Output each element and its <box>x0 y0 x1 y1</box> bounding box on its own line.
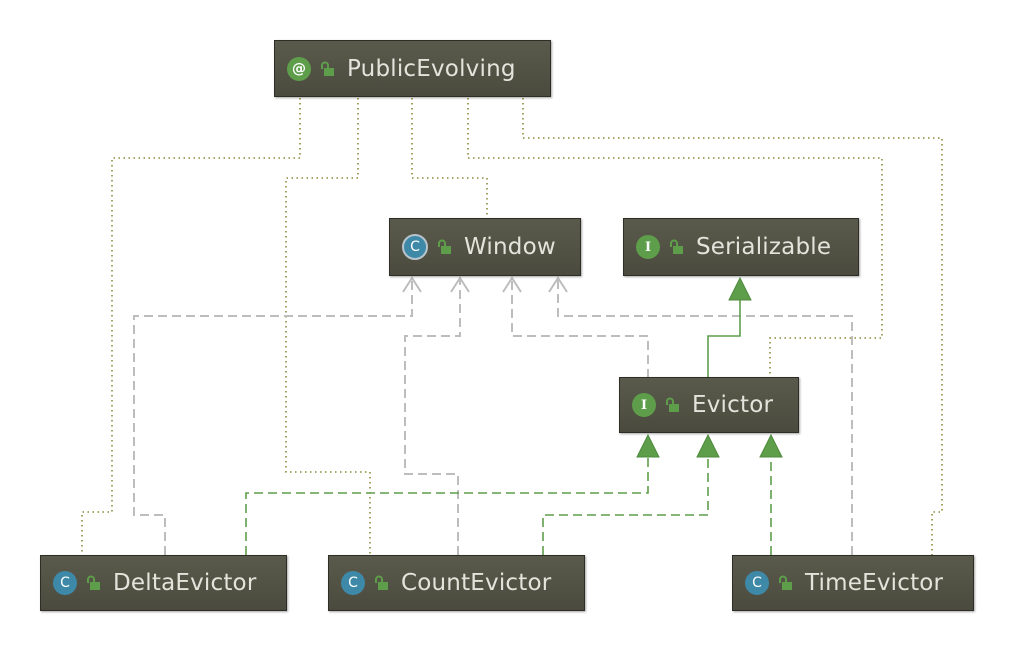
class-badge-icon: C <box>341 571 365 595</box>
dependency-link-time-evictor-window <box>557 277 853 555</box>
annotation-link-evictor <box>467 98 883 378</box>
implements-link-count-evictor <box>542 456 709 555</box>
dependency-link-delta-evictor-window <box>133 277 413 555</box>
node-window[interactable]: C Window <box>389 218 581 276</box>
node-count-evictor[interactable]: C CountEvictor <box>328 555 585 611</box>
dependency-arrowhead-1 <box>402 276 422 293</box>
annotation-badge-icon: @ <box>287 56 311 81</box>
public-lock-icon <box>438 239 451 254</box>
interface-badge-icon: I <box>636 235 660 259</box>
node-delta-evictor[interactable]: C DeltaEvictor <box>40 555 287 611</box>
class-badge-icon: C <box>745 571 769 595</box>
interface-badge-icon: I <box>632 393 656 417</box>
extends-arrowhead <box>728 276 752 301</box>
public-lock-icon <box>779 575 792 590</box>
node-label: CountEvictor <box>401 570 552 596</box>
dependency-link-evictor-window <box>511 277 649 378</box>
public-lock-icon <box>87 575 100 590</box>
node-label: Window <box>464 234 556 260</box>
node-public-evolving[interactable]: @ PublicEvolving <box>274 40 551 97</box>
public-lock-icon <box>670 239 683 254</box>
public-lock-icon <box>375 575 388 590</box>
dependency-arrowhead-4 <box>548 276 568 293</box>
node-label: Evictor <box>692 392 774 418</box>
node-label: Serializable <box>696 234 832 260</box>
implements-link-delta-evictor <box>245 456 649 555</box>
node-evictor[interactable]: I Evictor <box>619 377 799 433</box>
extends-link-evictor-serializable <box>707 300 741 378</box>
abstract-class-badge-icon: C <box>402 234 428 260</box>
node-label: PublicEvolving <box>347 55 516 82</box>
node-time-evictor[interactable]: C TimeEvictor <box>732 555 974 611</box>
node-serializable[interactable]: I Serializable <box>623 218 859 276</box>
dependency-arrowhead-3 <box>502 276 522 293</box>
dependency-arrowhead-2 <box>450 276 470 293</box>
implements-arrowhead-1 <box>636 433 660 458</box>
node-label: DeltaEvictor <box>113 570 257 596</box>
annotation-link-count-evictor <box>285 98 371 555</box>
class-badge-icon: C <box>53 571 77 595</box>
public-lock-icon <box>666 397 679 412</box>
annotation-link-time-evictor <box>522 98 943 555</box>
node-label: TimeEvictor <box>805 570 944 596</box>
annotation-link-window <box>411 98 488 218</box>
implements-arrowhead-3 <box>759 433 783 458</box>
implements-arrowhead-2 <box>696 433 720 458</box>
annotation-link-delta-evictor <box>81 98 301 555</box>
public-lock-icon <box>321 61 334 76</box>
dependency-link-count-evictor-window <box>404 277 461 555</box>
